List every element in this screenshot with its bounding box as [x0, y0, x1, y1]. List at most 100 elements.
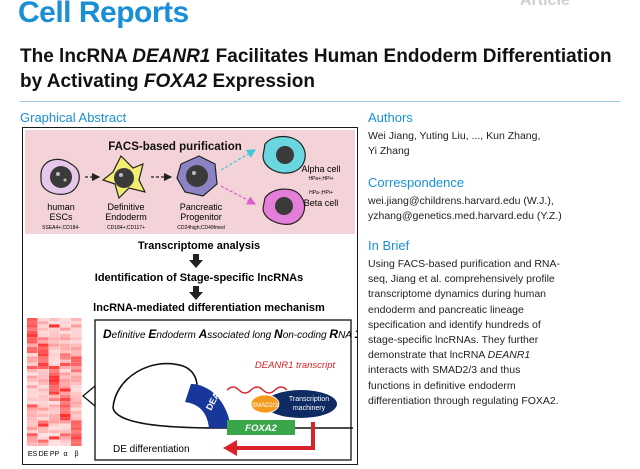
email-link[interactable]: wei.jiang@childrens.harvard.edu (W.J.),: [368, 195, 554, 207]
heatmap-cell: [49, 359, 60, 363]
heatmap-cell: [60, 334, 71, 338]
correspondence-emails: wei.jiang@childrens.harvard.edu (W.J.), …: [368, 194, 618, 224]
heatmap-cell: [60, 436, 71, 440]
heatmap-cell: [38, 407, 49, 411]
foxa2-gene: [227, 420, 295, 435]
acronym-part: 1: [354, 327, 357, 341]
heatmap-cell: [71, 375, 82, 379]
heatmap-cell: [38, 404, 49, 408]
beta-marker: HPa-;HPi+: [309, 190, 333, 196]
heatmap-cell: [71, 327, 82, 331]
heatmap-cell: [49, 334, 60, 338]
heatmap-cell: [49, 343, 60, 347]
heatmap-cell: [27, 410, 38, 414]
mechanism-panel: [94, 319, 352, 461]
heatmap-cell: [49, 426, 60, 430]
heatmap-cell: [27, 385, 38, 389]
heatmap-cell: [27, 433, 38, 437]
article-title: The lncRNA DEANR1 Facilitates Human Endo…: [20, 44, 620, 94]
heatmap-cell: [71, 385, 82, 389]
heatmap-cell: [71, 337, 82, 341]
heatmap-cell: [60, 417, 71, 421]
heatmap-cell: [38, 442, 49, 446]
heatmap-cell: [49, 430, 60, 434]
heatmap-cell: [38, 353, 49, 357]
heatmap-cell: [60, 340, 71, 344]
de-label-1: Definitive: [107, 202, 144, 212]
acronym-part: D: [103, 327, 112, 341]
acronym-part: A: [198, 327, 208, 341]
acronym-part: ndoderm: [156, 330, 198, 341]
heatmap-cell: [60, 398, 71, 402]
heatmap-cell: [60, 362, 71, 366]
heatmap-cell: [38, 334, 49, 338]
heatmap-cell: [71, 324, 82, 328]
heatmap-cell: [27, 359, 38, 363]
heatmap-cell: [71, 318, 82, 322]
heatmap-cell: [49, 398, 60, 402]
heatmap-cell: [49, 391, 60, 395]
heatmap-cell: [38, 398, 49, 402]
heatmap-cell: [27, 407, 38, 411]
heatmap-cell: [49, 340, 60, 344]
heatmap-cell: [49, 439, 60, 443]
heatmap-cell: [38, 369, 49, 373]
heatmap-cell: [60, 391, 71, 395]
brief-line: demonstrate that lncRNA DEANR1: [368, 349, 531, 362]
heatmap-cell: [38, 414, 49, 418]
acronym-part: NA: [338, 330, 354, 341]
journal-name: Cell Reports: [18, 0, 189, 29]
heatmap-cell: [71, 401, 82, 405]
heatmap-cell: [60, 369, 71, 373]
heatmap-cell: [38, 327, 49, 331]
heatmap-cell: [60, 410, 71, 414]
heatmap-cell: [49, 375, 60, 379]
heatmap-cell: [60, 346, 71, 350]
heatmap-cell: [49, 433, 60, 437]
machinery-label-1: Transcription: [289, 396, 329, 403]
heatmap-cell: [60, 433, 71, 437]
in-brief-text: Using FACS-based purification and RNA-se…: [368, 257, 618, 409]
heatmap-cell: [60, 442, 71, 446]
heatmap-cell: [49, 356, 60, 360]
heatmap-cell: [60, 407, 71, 411]
heatmap-cell: [71, 334, 82, 338]
email-link[interactable]: yzhang@genetics.med.harvard.edu (Y.Z.): [368, 210, 562, 223]
heatmap-cell: [27, 398, 38, 402]
pancreatic-progenitor-cell: [176, 155, 218, 197]
brief-line: stage-specific lncRNAs. They further: [368, 334, 539, 347]
heatmap-cell: [27, 356, 38, 360]
heatmap-cell: [49, 327, 60, 331]
step-arrow-1: [189, 254, 203, 268]
smad-protein: [250, 394, 280, 414]
acronym-part: ssociated long: [207, 330, 274, 341]
heatmap-cell: [27, 375, 38, 379]
heatmap-cell: [60, 378, 71, 382]
machinery-label-2: machinery: [293, 405, 326, 412]
alpha-cell: [262, 135, 306, 174]
brief-line: seq, Jiang et al. comprehensively profil…: [368, 273, 555, 286]
heatmap-cell: [27, 391, 38, 395]
heatmap-cell: [71, 350, 82, 354]
heatmap-cell: [27, 372, 38, 376]
alpha-label: Alpha cell: [301, 164, 340, 174]
heatmap-cell: [71, 436, 82, 440]
heatmap-cell: [71, 372, 82, 376]
heatmap-cell: [49, 321, 60, 325]
heatmap-cell: [38, 356, 49, 360]
heatmap-cell: [49, 353, 60, 357]
brief-line: endoderm and pancreatic lineage: [368, 303, 524, 316]
foxa2-label: FOXA2: [245, 423, 277, 434]
heatmap-cell: [38, 391, 49, 395]
heatmap-cell: [27, 394, 38, 398]
heatmap-cell: [38, 436, 49, 440]
step-transcriptome: Transcriptome analysis: [138, 240, 260, 252]
heatmap-cell: [49, 337, 60, 341]
heatmap-cell: [38, 375, 49, 379]
title-part-1: The lncRNA: [20, 46, 133, 67]
acronym-part: R: [329, 327, 338, 341]
brief-line: functions in definitive endoderm: [368, 379, 516, 392]
acronym-part: on-coding: [283, 330, 330, 341]
heatmap-cell: [27, 420, 38, 424]
heatmap-cell: [60, 330, 71, 334]
